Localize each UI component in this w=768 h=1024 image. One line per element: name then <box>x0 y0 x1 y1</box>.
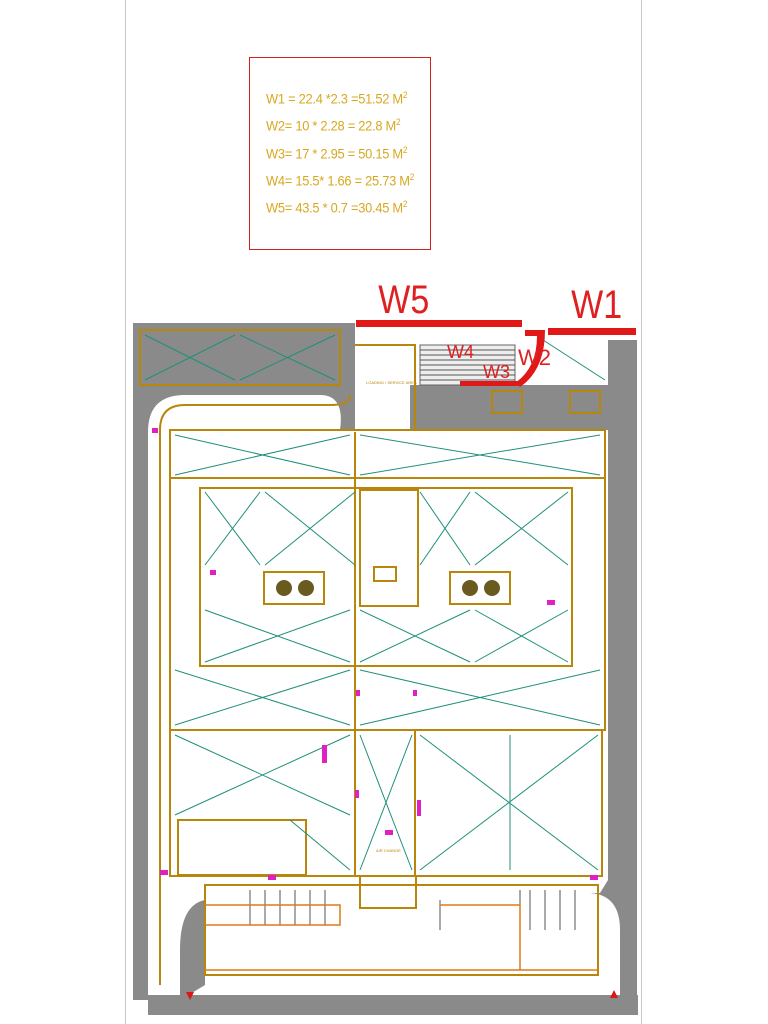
service-path <box>205 904 598 971</box>
gate-label-text: AIR CHANGE <box>376 848 401 853</box>
legend-line-w3: W3= 17 * 2.95 = 50.15 M2 <box>266 145 408 162</box>
area-legend-box: W1 = 22.4 *2.3 =51.52 M2 W2= 10 * 2.28 =… <box>249 57 431 250</box>
legend-line-w5: W5= 43.5 * 0.7 =30.45 M2 <box>266 199 408 216</box>
wall-w1 <box>548 328 636 335</box>
entry-arrow-left <box>186 992 194 1000</box>
column-markers <box>152 428 598 880</box>
legend-line-w4: W4= 15.5* 1.66 = 25.73 M2 <box>266 172 415 189</box>
service-area-text: LOADING / SERVICE AREA <box>366 380 417 385</box>
building-outlines <box>139 329 606 985</box>
label-w1: W1 <box>571 281 622 326</box>
wall-w2 <box>515 330 545 387</box>
roof-slope-lines <box>144 334 606 871</box>
wall-w3 <box>460 381 518 386</box>
label-w4: W4 <box>447 342 474 362</box>
staircase <box>249 344 576 930</box>
legend-line-w2: W2= 10 * 2.28 = 22.8 M2 <box>266 117 401 134</box>
legend-line-w1: W1 = 22.4 *2.3 =51.52 M2 <box>266 90 408 107</box>
ac-units <box>276 580 500 596</box>
label-w5: W5 <box>378 276 429 321</box>
sheet-border-right <box>641 0 642 1024</box>
sheet-border-left <box>125 0 126 1024</box>
driveway-band <box>133 323 638 1015</box>
entry-arrow-right <box>610 990 618 998</box>
wall-w5 <box>356 320 522 327</box>
label-w2: W2 <box>518 345 551 370</box>
wall-segments <box>356 320 636 387</box>
label-w3: W3 <box>483 362 510 382</box>
